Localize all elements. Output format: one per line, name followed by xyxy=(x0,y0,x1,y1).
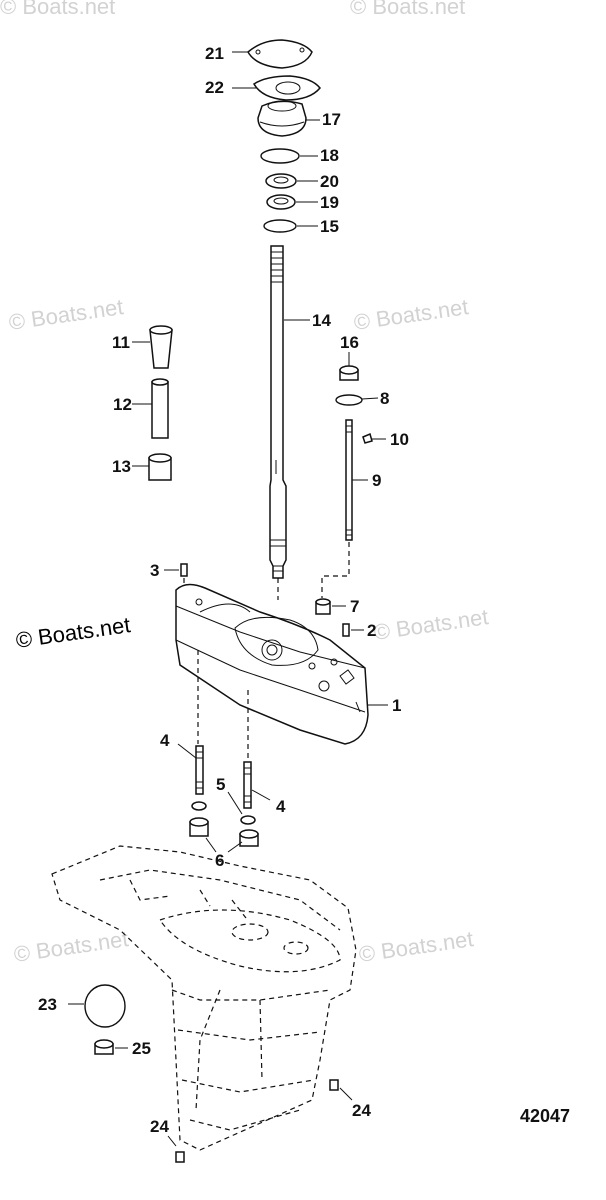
label-19: 19 xyxy=(320,193,339,212)
part-18-oring xyxy=(260,148,318,164)
part-2-dowel-pin xyxy=(342,623,364,637)
part-1-housing xyxy=(175,583,388,745)
watermark-mid-left: © Boats.net xyxy=(7,294,125,335)
part-15-ring xyxy=(263,219,318,233)
part-22-plate xyxy=(232,75,321,101)
part-7-bushing xyxy=(315,598,346,615)
label-14: 14 xyxy=(312,311,331,330)
label-7: 7 xyxy=(350,597,359,616)
label-4-right: 4 xyxy=(276,797,286,816)
label-20: 20 xyxy=(320,172,339,191)
part-25-nut xyxy=(94,1039,128,1055)
label-15: 15 xyxy=(320,217,339,236)
part-24-screw-bottom xyxy=(167,1135,185,1163)
part-12-sleeve xyxy=(132,378,169,439)
label-8: 8 xyxy=(380,389,389,408)
part-13-bushing xyxy=(132,453,172,481)
label-4-left: 4 xyxy=(160,731,170,750)
watermark-lower-right: © Boats.net xyxy=(357,926,475,967)
label-2: 2 xyxy=(367,621,376,640)
label-10: 10 xyxy=(390,430,409,449)
label-1: 1 xyxy=(392,696,401,715)
part-5-washers xyxy=(191,791,256,825)
label-21: 21 xyxy=(205,44,224,63)
gearcase-reference-outline xyxy=(51,845,357,1151)
part-11-sleeve xyxy=(132,325,173,369)
part-8-oring xyxy=(335,394,379,406)
watermark-top-left: © Boats.net xyxy=(0,0,115,19)
label-11: 11 xyxy=(112,333,130,352)
label-23: 23 xyxy=(38,995,57,1014)
watermark-lower-left: © Boats.net xyxy=(12,926,130,967)
watermark-main: © Boats.net xyxy=(14,612,132,653)
part-10-clip xyxy=(362,432,386,444)
label-22: 22 xyxy=(205,78,224,97)
label-25: 25 xyxy=(132,1039,151,1058)
part-20-seal xyxy=(265,173,318,189)
label-16: 16 xyxy=(340,333,359,352)
part-4-stud-right xyxy=(243,761,271,809)
part-6-nuts xyxy=(189,817,259,853)
label-12: 12 xyxy=(113,395,132,414)
watermark-top-right: © Boats.net xyxy=(350,0,465,19)
part-21-gasket xyxy=(232,39,313,69)
part-labels: 21 22 17 18 20 19 15 14 11 12 13 16 8 10… xyxy=(38,44,409,1136)
watermark-mid-right: © Boats.net xyxy=(352,294,470,335)
part-23-oring xyxy=(68,984,126,1028)
label-24-right: 24 xyxy=(352,1101,371,1120)
part-24-screw-right xyxy=(329,1079,353,1101)
watermark-center-right: © Boats.net xyxy=(372,604,490,645)
figure-number: 42047 xyxy=(520,1106,570,1126)
part-16-bushing xyxy=(339,352,359,381)
part-9-shift-rod xyxy=(321,419,368,598)
part-4-stud-left xyxy=(177,743,204,795)
label-17: 17 xyxy=(322,110,341,129)
label-3: 3 xyxy=(150,561,159,580)
label-6: 6 xyxy=(215,851,224,870)
label-5: 5 xyxy=(216,775,225,794)
part-14-drive-shaft xyxy=(269,245,310,600)
label-18: 18 xyxy=(320,146,339,165)
part-19-bearing xyxy=(266,194,318,210)
label-24-bottom: 24 xyxy=(150,1117,169,1136)
label-9: 9 xyxy=(372,471,381,490)
part-17-pump-base xyxy=(257,100,320,137)
label-13: 13 xyxy=(112,457,131,476)
